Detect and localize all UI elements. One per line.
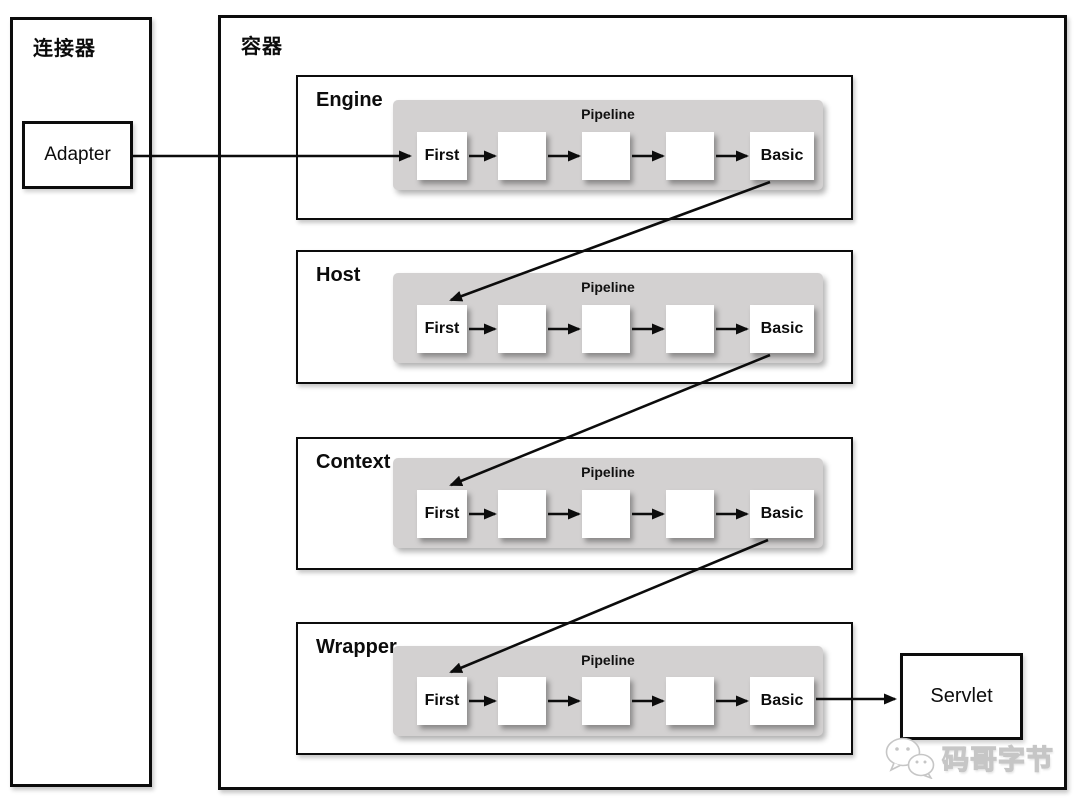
host-valve-first-label: First — [424, 320, 460, 337]
host-valve-first: First — [417, 305, 467, 353]
context-valve-first: First — [417, 490, 467, 538]
context-valve-3 — [582, 490, 630, 538]
host-valve-3 — [582, 305, 630, 353]
context-label: Context — [316, 451, 391, 473]
context-valve-basic: Basic — [750, 490, 814, 538]
connector-label: 连接器 — [33, 38, 96, 60]
engine-valve-basic-label: Basic — [760, 147, 804, 164]
wrapper-valve-first: First — [417, 677, 467, 725]
wrapper-valve-4 — [666, 677, 714, 725]
wrapper-pipeline-label: Pipeline — [581, 652, 635, 668]
context-valve-2 — [498, 490, 546, 538]
engine-valve-first: First — [417, 132, 467, 180]
engine-label: Engine — [316, 89, 383, 111]
wrapper-valve-basic-label: Basic — [760, 692, 804, 709]
wrapper-valve-3 — [582, 677, 630, 725]
context-pipeline-label: Pipeline — [581, 464, 635, 480]
engine-pipeline-label: Pipeline — [581, 106, 635, 122]
host-valve-2 — [498, 305, 546, 353]
engine-valve-basic: Basic — [750, 132, 814, 180]
context-valve-first-label: First — [424, 505, 460, 522]
host-label: Host — [316, 264, 361, 286]
context-valve-basic-label: Basic — [760, 505, 804, 522]
container-label: 容器 — [241, 36, 283, 58]
engine-valve-4 — [666, 132, 714, 180]
engine-valve-3 — [582, 132, 630, 180]
context-valve-4 — [666, 490, 714, 538]
engine-valve-2 — [498, 132, 546, 180]
wrapper-valve-first-label: First — [424, 692, 460, 709]
host-pipeline-label: Pipeline — [581, 279, 635, 295]
wrapper-valve-basic: Basic — [750, 677, 814, 725]
servlet-label: Servlet — [930, 685, 993, 707]
wrapper-label: Wrapper — [316, 636, 397, 658]
host-valve-basic: Basic — [750, 305, 814, 353]
host-valve-basic-label: Basic — [760, 320, 804, 337]
host-valve-4 — [666, 305, 714, 353]
servlet-node: Servlet — [900, 653, 1023, 740]
engine-valve-first-label: First — [424, 147, 460, 164]
adapter-label: Adapter — [44, 144, 111, 165]
wrapper-valve-2 — [498, 677, 546, 725]
adapter-node: Adapter — [22, 121, 133, 189]
